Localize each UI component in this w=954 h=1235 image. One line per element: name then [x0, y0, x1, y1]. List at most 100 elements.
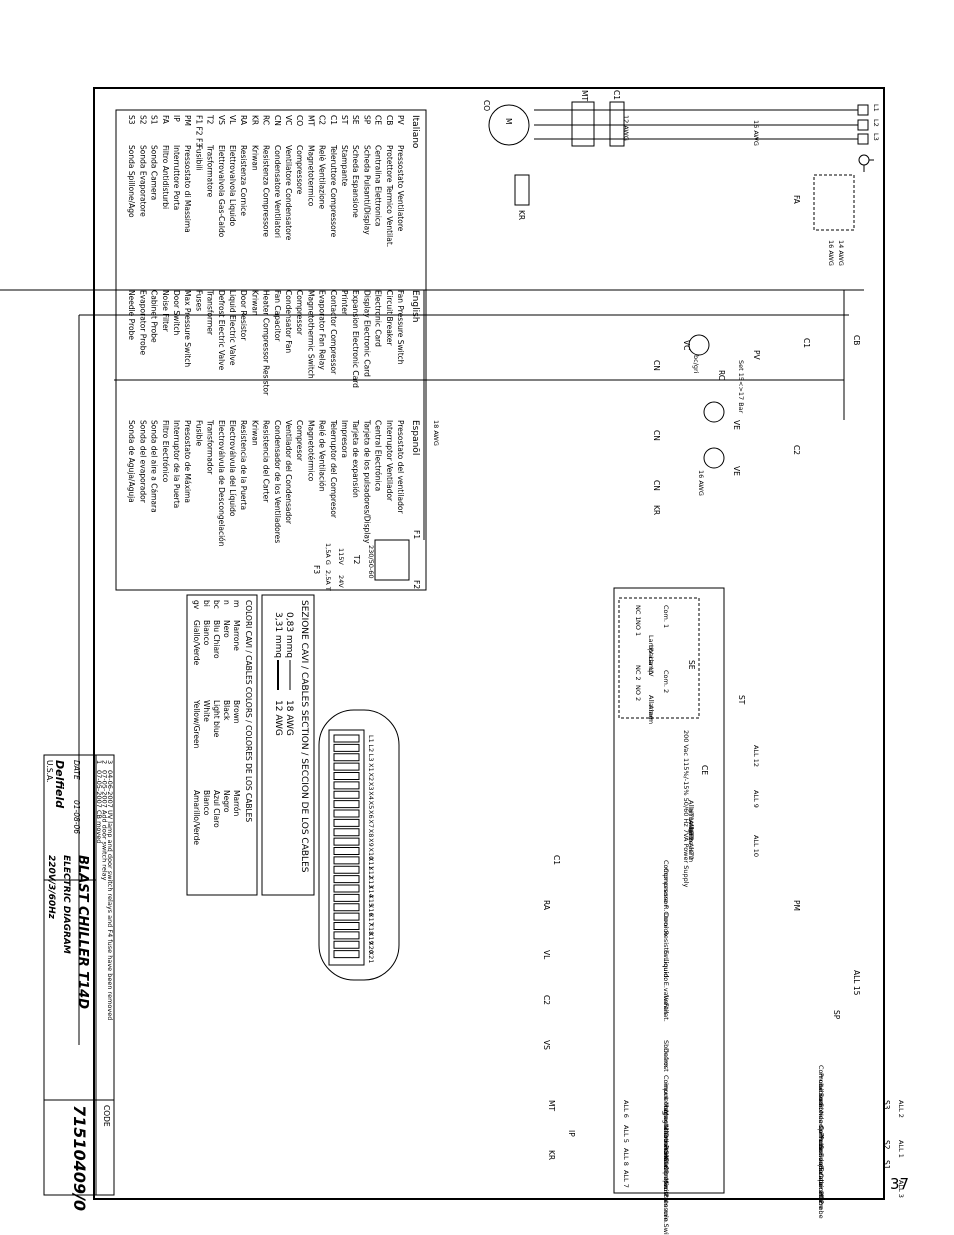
- legend-code: F1 F2 F3: [194, 115, 203, 147]
- legend-header-it: Italiano: [410, 115, 420, 149]
- legend-english: Electronic Card: [374, 290, 383, 347]
- out-k4-en: Fan: [662, 1003, 670, 1014]
- terminal-block: [334, 894, 359, 901]
- label-c1-rung: C1: [802, 338, 811, 348]
- probe-evap-it: Sondo Evaporat.: [817, 1145, 825, 1199]
- legend-spanish: Presostato de Máxima: [183, 420, 192, 503]
- se-no2: NO 2: [634, 685, 642, 701]
- color-english: White: [202, 700, 211, 722]
- probe-all2: ALL 2: [897, 1100, 905, 1118]
- probe-com1-en: Probe com.: [817, 1073, 825, 1109]
- legend-code: RA: [239, 115, 248, 126]
- legend-english: Evaporator Fan Relay: [318, 290, 327, 370]
- label-cn-b: CN: [652, 430, 661, 441]
- subtitle: ELECTRIC DIAGRAM: [61, 855, 71, 954]
- terminal-block: [334, 866, 359, 873]
- legend-code: C2: [318, 115, 327, 125]
- rung-vc: CB C1 PV Set 15<>17 Bar VC bc/gri CN: [652, 290, 861, 420]
- legend-italian: Magnetotermico: [306, 145, 315, 207]
- terminal-strip: L1L2L3X1X2X3X4X5X6X7X8X9X10X11X12X13X14X…: [319, 710, 399, 980]
- cable-size-2: 3,31 mmq: [273, 612, 283, 658]
- label-ra: RA: [542, 900, 551, 911]
- color-spanish: Azul Claro: [212, 790, 221, 828]
- terminal-label: X20: [367, 941, 375, 954]
- legend-spanish: Tarjeta de expansión: [351, 419, 360, 498]
- secondary-115: 115V: [337, 548, 345, 565]
- legend-italian: Pressostato Ventilatore: [396, 145, 405, 232]
- se-no1: NO 1: [634, 620, 642, 636]
- legend-italian: Interruttore Porta: [172, 145, 181, 210]
- label-cn-c: CN: [652, 480, 661, 491]
- color-spanish: Blanco: [202, 790, 211, 816]
- noise-filter: FA 14 AWG 16 AWG: [792, 175, 854, 266]
- wire-label-12awg-a: 12 AWG: [622, 115, 630, 141]
- probe-cab-it: Sonda cella: [817, 1165, 825, 1203]
- legend-english: Circuit Breaker: [385, 290, 394, 346]
- legend-italian: Pressostato di Massima: [183, 145, 192, 233]
- legend-english: Door Resistor: [239, 290, 248, 341]
- in-kriwan-it: Kriwan: [662, 1148, 670, 1170]
- supply-terminals: L1 L2 L3: [858, 104, 880, 172]
- legend-spanish: Interruptor de la Puerta: [172, 420, 181, 508]
- terminal-block: [334, 801, 359, 808]
- revision-number: 1: [95, 760, 103, 764]
- wire-label-16awg-c: 16 AWG: [697, 470, 705, 496]
- rung-ve: VE VE CN CN C2 KR 16 AWG: [652, 402, 801, 515]
- cable-tables: SEZIONE CAVI / CABLES SECTION / SECCION …: [187, 595, 314, 895]
- cable-awg-1: 18 AWG: [284, 700, 294, 736]
- legend-english: Evaporator Probe: [138, 290, 147, 355]
- label-cn-a: CN: [652, 360, 661, 371]
- terminal-block: [334, 857, 359, 864]
- color-english: Yellow/Green: [192, 699, 201, 749]
- label-fa: FA: [792, 195, 801, 205]
- in-kriwan-en: Kriwan Switch: [662, 1156, 670, 1202]
- color-code: bc: [212, 600, 221, 609]
- legend-english: Noise Filter: [161, 290, 170, 333]
- terminal-label: X17: [367, 913, 375, 926]
- terminal-label: X2: [367, 773, 375, 782]
- legend-spanish: Sonda de Aguja/Aguja: [127, 420, 136, 503]
- legend-spanish: Presostato del ventilador: [396, 420, 405, 514]
- color-italian: Bianco: [202, 620, 211, 646]
- in-all5: ALL 5: [622, 1125, 630, 1143]
- legend-italian: Teleruttore Compressore: [329, 144, 338, 238]
- legend-english: Fuses: [194, 290, 203, 311]
- revision-number: 2: [101, 760, 109, 764]
- legend-italian: Condensatore Ventilatori: [273, 145, 282, 238]
- legend-code: ST: [340, 115, 349, 125]
- legend-italian: Compressore: [295, 145, 304, 195]
- code-label: CODE: [102, 1105, 111, 1127]
- terminal-block: [334, 885, 359, 892]
- probe-cab-en: Cabinet Probe: [817, 1173, 825, 1219]
- out-k1-it: Compressore: [662, 860, 670, 903]
- alarm-ht1-en: HT1 Alarm: [687, 808, 695, 842]
- legend-italian: Sonda Camera: [150, 145, 159, 200]
- legend-english: Magnetothermic Switch: [306, 290, 315, 379]
- revision-date: 04-06-2007: [106, 770, 114, 808]
- label-ce: CE: [700, 765, 709, 775]
- terminal-block: [334, 819, 359, 826]
- legend-spanish: Electroválvula de Descongelación: [217, 420, 226, 547]
- rung-rc: RC: [114, 370, 844, 380]
- alarm-ht1-it: Allarme HT1: [687, 800, 695, 840]
- terminal-block: [334, 744, 359, 751]
- legend-english: Fan Capacitor: [273, 290, 282, 342]
- legend-italian: Sonda Evaporatore: [138, 145, 147, 217]
- country: U.S.A.: [45, 760, 54, 782]
- supply-label-l2: L2: [872, 119, 880, 127]
- probe-evap-en: Evaporator Probe: [817, 1153, 825, 1209]
- legend-code: CB: [385, 115, 394, 125]
- label-st: ST: [737, 695, 746, 705]
- legend-code: C1: [329, 115, 338, 125]
- color-italian: Marrone: [232, 620, 241, 651]
- legend-english: Liquid Electric Valve: [228, 290, 237, 366]
- probe-all1: ALL 1: [897, 1140, 905, 1158]
- alarm-ht2-en: HT2 Alarm: [687, 828, 695, 862]
- in-door-en: Door-Switch: [662, 1133, 670, 1172]
- cable-size-1: 0,83 mmq: [284, 612, 294, 658]
- out-k5-en: Defrost: [662, 1048, 670, 1072]
